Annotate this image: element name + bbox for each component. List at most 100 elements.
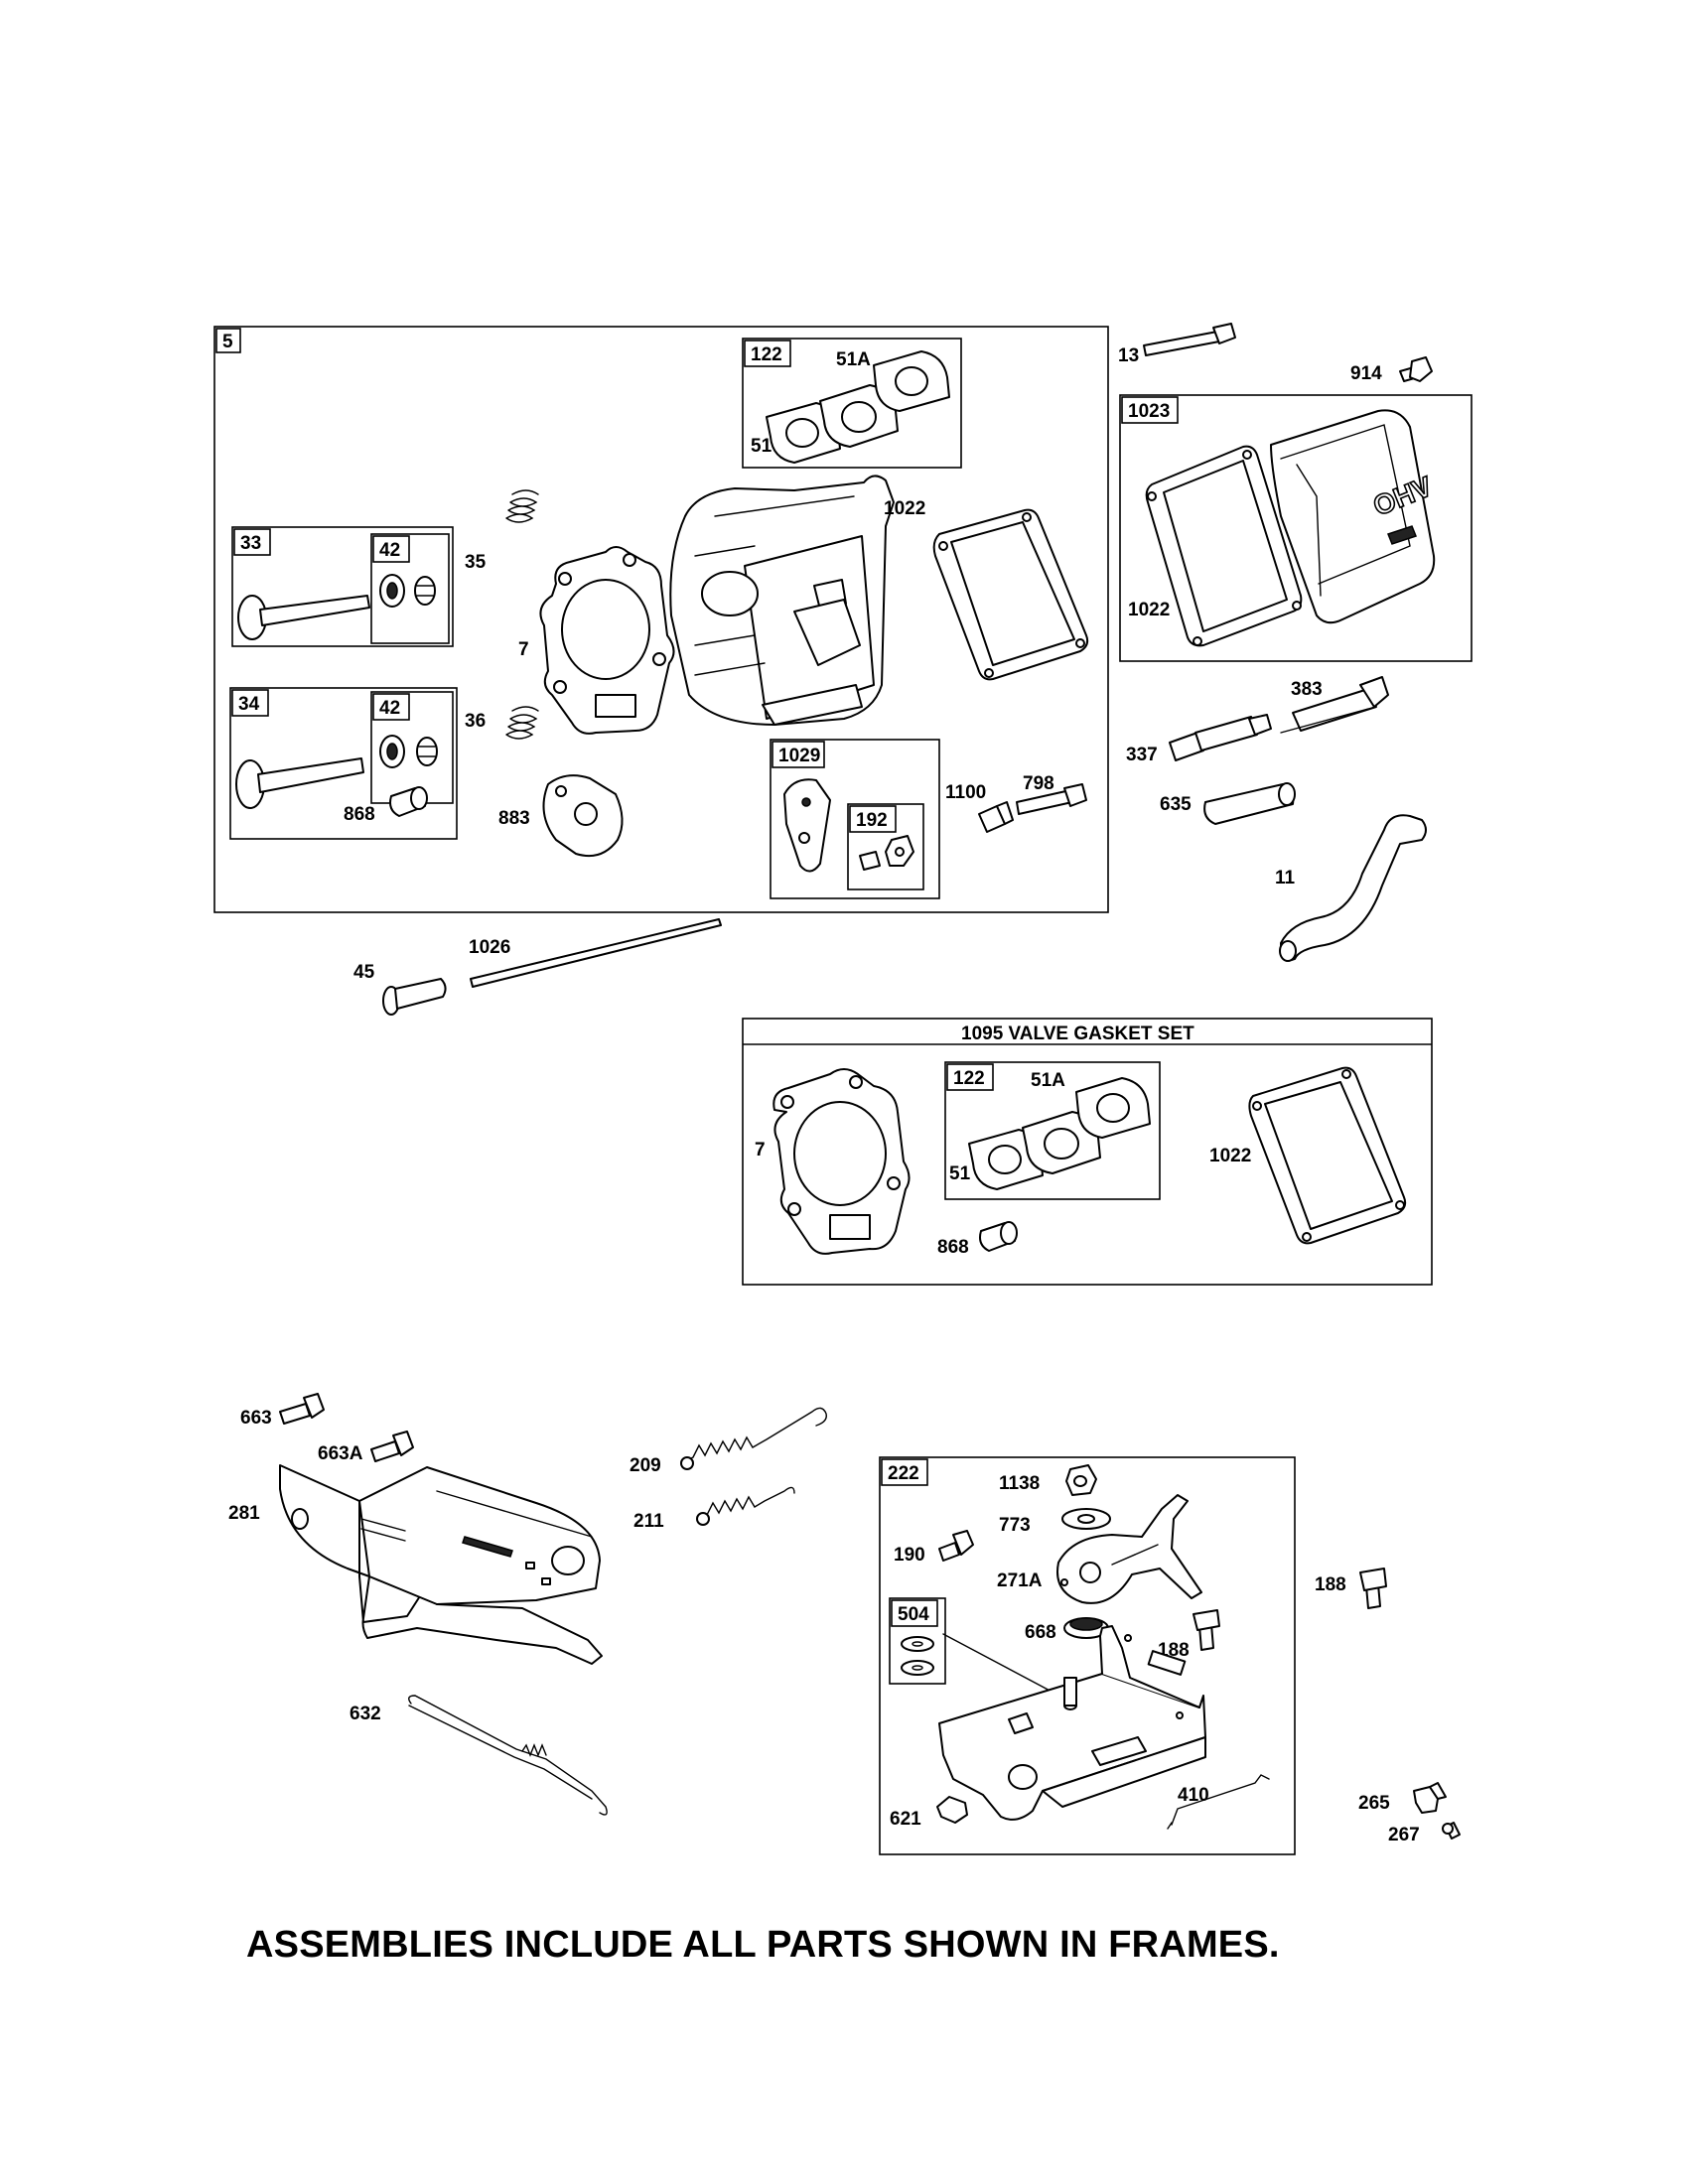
callout-337: 337 — [1126, 745, 1158, 765]
callout-663: 663 — [240, 1408, 272, 1429]
screw-190 — [938, 1530, 974, 1562]
rocker-guide-1100 — [978, 801, 1014, 833]
control-base-bracket — [938, 1625, 1206, 1821]
callout-51: 51 — [751, 436, 772, 457]
callout-11: 11 — [1275, 868, 1296, 888]
control-lever-271a — [1056, 1494, 1202, 1604]
screw-188-outer — [1359, 1568, 1387, 1609]
washer-773 — [1061, 1508, 1111, 1530]
callout-868-set: 868 — [937, 1237, 969, 1258]
callout-1026: 1026 — [469, 937, 510, 958]
callout-914: 914 — [1350, 363, 1382, 384]
callout-1138: 1138 — [999, 1473, 1040, 1494]
callout-1022-set: 1022 — [1209, 1146, 1251, 1166]
frame-label-33: 33 — [240, 533, 261, 554]
callout-36: 36 — [465, 711, 486, 732]
frame-222-control-bracket-assembly: 222 1138 773 190 271A 668 — [879, 1456, 1296, 1855]
callout-13: 13 — [1118, 345, 1139, 366]
link-410 — [1167, 1774, 1270, 1830]
screw-267 — [1442, 1822, 1461, 1840]
assemblies-footer-note: ASSEMBLIES INCLUDE ALL PARTS SHOWN IN FR… — [246, 1924, 1280, 1966]
frame-label-192: 192 — [856, 810, 888, 831]
nut-1138 — [1065, 1464, 1097, 1496]
frame-label-504: 504 — [898, 1604, 929, 1625]
callout-211: 211 — [633, 1511, 664, 1532]
callout-271a: 271A — [997, 1570, 1043, 1591]
callout-383: 383 — [1291, 679, 1323, 700]
set-head-gasket-7 — [772, 1068, 911, 1255]
callout-265: 265 — [1358, 1793, 1390, 1814]
frame-label-122-set: 122 — [953, 1068, 985, 1089]
clip-621 — [936, 1796, 968, 1824]
bracket-281 — [279, 1464, 603, 1665]
gasket-883 — [542, 774, 624, 858]
callout-188-outer: 188 — [1315, 1574, 1346, 1595]
callout-7: 7 — [518, 639, 529, 660]
governor-spring-209 — [680, 1407, 827, 1470]
screw-663 — [279, 1393, 325, 1425]
callout-635: 635 — [1160, 794, 1192, 815]
tube-635 — [1203, 782, 1296, 825]
frame-1029-rocker-arm: 1029 192 — [770, 739, 940, 899]
frame-title-1095: 1095 VALVE GASKET SET — [961, 1024, 1194, 1044]
callout-35: 35 — [465, 552, 487, 573]
callout-209: 209 — [630, 1455, 661, 1476]
callout-1022-head: 1022 — [884, 498, 925, 519]
callout-883: 883 — [498, 808, 530, 829]
frame-1095-valve-gasket-set: 1095 VALVE GASKET SET 7 122 51A — [742, 1018, 1433, 1286]
washer-set-icon — [901, 1636, 934, 1676]
breather-tube-11 — [1279, 814, 1427, 962]
push-rod-1026 — [470, 918, 722, 988]
valve-cover-gasket-1022 — [932, 508, 1089, 681]
frame-label-42b: 42 — [379, 698, 400, 719]
tappet-45 — [382, 978, 447, 1016]
head-gasket-7 — [539, 546, 675, 735]
valve-spring-35 — [505, 489, 539, 523]
frame-1023-valve-cover-assembly: 1023 1022 OHV — [1119, 394, 1473, 662]
callout-281: 281 — [228, 1503, 260, 1524]
rocker-nut-icon — [859, 835, 914, 871]
cover-gasket — [1145, 445, 1303, 647]
exhaust-valve — [237, 595, 370, 640]
screw-663a — [370, 1431, 414, 1462]
frame-5-cylinder-head-assembly: 5 — [213, 326, 1109, 913]
callout-51a: 51A — [836, 349, 871, 370]
frame-122-intake-gasket-set: 122 51A 51 — [742, 338, 962, 469]
frame-label-1023: 1023 — [1128, 401, 1170, 422]
callout-45: 45 — [353, 962, 375, 983]
callout-773: 773 — [999, 1515, 1031, 1536]
callout-190: 190 — [894, 1545, 925, 1566]
valve-spring-36 — [505, 706, 539, 740]
rocker-arm — [783, 778, 831, 873]
set-intake-gasket-51 — [968, 1129, 1044, 1190]
callout-798: 798 — [1023, 773, 1054, 794]
frame-label-34: 34 — [238, 694, 260, 715]
intake-spacer-51 — [819, 384, 899, 448]
callout-621: 621 — [890, 1809, 921, 1830]
control-link-632 — [408, 1695, 608, 1816]
callout-663a: 663A — [318, 1443, 363, 1464]
screw-188-inner — [1193, 1609, 1220, 1651]
intake-gasket-51 — [766, 402, 841, 464]
frame-label-122: 122 — [751, 344, 782, 365]
callout-868: 868 — [344, 804, 375, 825]
frame-label-222: 222 — [888, 1463, 919, 1484]
governor-spring-211 — [696, 1486, 795, 1526]
frame-33-exhaust-valve: 33 42 — [231, 526, 454, 647]
callout-51-set: 51 — [949, 1163, 971, 1184]
frame-34-intake-valve: 34 42 868 — [229, 687, 458, 840]
callout-1100: 1100 — [945, 782, 986, 803]
callout-668: 668 — [1025, 1622, 1056, 1643]
spark-plug-337 — [1169, 714, 1272, 761]
screw-914 — [1399, 356, 1433, 382]
callout-410: 410 — [1178, 1785, 1209, 1806]
valve-keeper-icon — [379, 574, 436, 608]
clip-265 — [1413, 1782, 1447, 1814]
callout-1022-cover: 1022 — [1128, 600, 1170, 620]
set-intake-spacer — [1022, 1111, 1101, 1174]
set-intake-gasket-51a — [1075, 1077, 1151, 1139]
callout-267: 267 — [1388, 1825, 1420, 1845]
intake-gasket-51a — [873, 350, 950, 412]
frame-label-1029: 1029 — [778, 746, 820, 766]
rocker-stud-798 — [1016, 783, 1087, 815]
